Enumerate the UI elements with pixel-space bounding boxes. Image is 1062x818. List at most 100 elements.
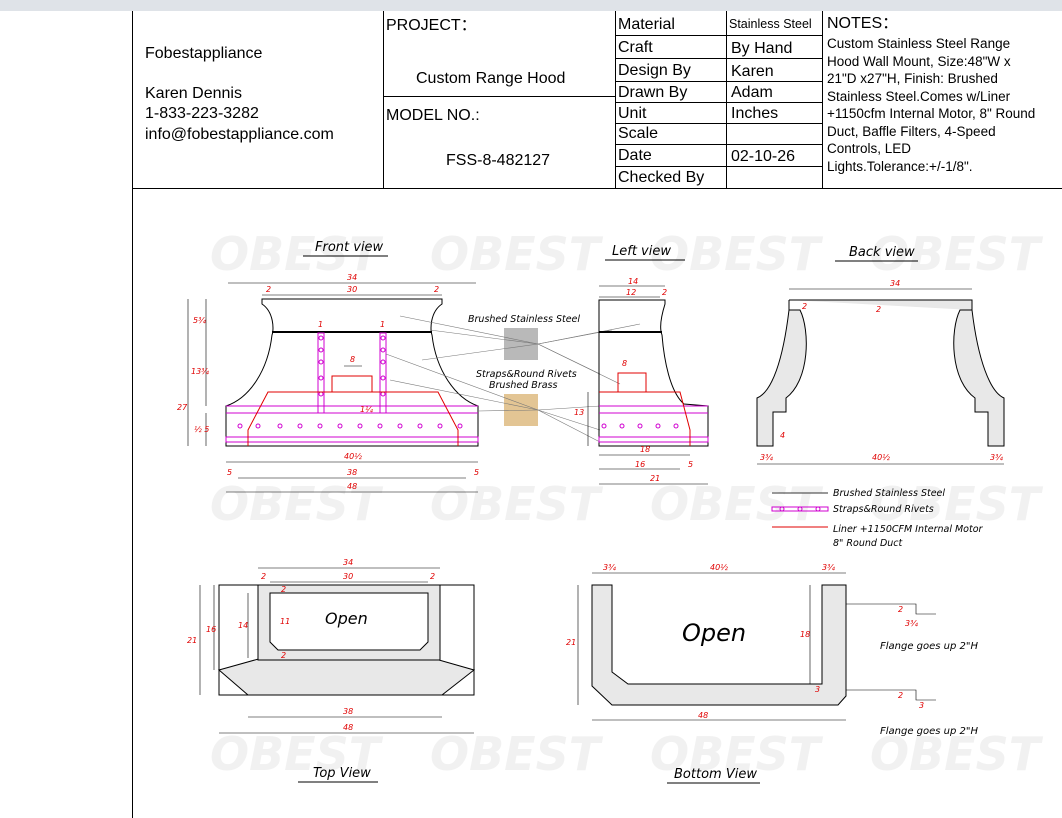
dim-flange-3-3-4: 3¾ xyxy=(905,619,918,628)
field-label-craft: Craft xyxy=(618,39,653,56)
dim-front-2b: 2 xyxy=(434,285,439,294)
svg-text:OBEST: OBEST xyxy=(430,477,604,531)
svg-text:OBEST: OBEST xyxy=(650,477,824,531)
dim-back-4: 4 xyxy=(780,431,785,440)
bottom-view: Open 3¾ 40½ 3¾ 21 18 3 48 2 3¾ 2 3 Flang… xyxy=(566,563,979,737)
dim-front-8: 8 xyxy=(350,355,355,364)
bottom-open-label: Open xyxy=(682,619,746,647)
title-block: Fobestappliance Karen Dennis 1-833-223-3… xyxy=(132,11,1062,189)
notes-label: NOTES： xyxy=(827,15,899,32)
svg-text:OBEST: OBEST xyxy=(210,477,384,531)
dim-front-5b: 5 xyxy=(474,468,479,477)
notes-text: Custom Stainless Steel Range Hood Wall M… xyxy=(827,36,1036,174)
dim-front-38: 38 xyxy=(347,468,357,477)
legend-steel: Brushed Stainless Steel xyxy=(833,488,945,499)
dim-flange-2a: 2 xyxy=(898,605,903,614)
model-label: MODEL NO.: xyxy=(386,107,480,124)
dim-left-16: 16 xyxy=(635,460,645,469)
back-view: 34 2 2 4 3¾ 40½ 3¾ xyxy=(756,279,1005,465)
dim-front-13-3-4: 13¾ xyxy=(191,367,209,376)
dim-front-34: 34 xyxy=(347,273,357,282)
field-value-drawn-by: Adam xyxy=(731,84,773,101)
left-view-title: Left view xyxy=(612,244,671,259)
dim-front-1-1-4: 1¼ xyxy=(360,405,373,414)
dim-left-14: 14 xyxy=(628,277,638,286)
dim-bottom-40-1-2: 40½ xyxy=(710,563,728,572)
legend-liner: Liner +1150CFM Internal Motor xyxy=(833,524,984,535)
dim-front-1a: 1 xyxy=(318,320,323,329)
dim-back-3-3-4b: 3¾ xyxy=(990,453,1003,462)
dim-left-5: 5 xyxy=(688,460,693,469)
contact-phone: 1-833-223-3282 xyxy=(145,105,259,122)
label-brushed-brass: Brushed Brass xyxy=(489,380,558,391)
label-straps-rivets: Straps&Round Rivets xyxy=(476,369,577,380)
dim-left-13: 13 xyxy=(574,408,584,417)
dim-front-5a: 5 xyxy=(227,468,232,477)
top-view: Open 34 30 2 2 21 16 14 11 2 2 38 48 xyxy=(187,558,476,734)
dim-front-48: 48 xyxy=(347,482,357,491)
dim-back-40-1-2: 40½ xyxy=(872,453,890,462)
field-label-drawn-by: Drawn By xyxy=(618,84,688,101)
dim-top-34: 34 xyxy=(343,558,353,567)
dim-top-2c: 2 xyxy=(281,585,286,594)
dim-top-2d: 2 xyxy=(281,651,286,660)
svg-text:OBEST: OBEST xyxy=(870,477,1044,531)
dim-top-16: 16 xyxy=(206,625,216,634)
top-open-label: Open xyxy=(325,609,368,628)
dim-bottom-18: 18 xyxy=(800,630,810,639)
svg-text:OBEST: OBEST xyxy=(870,727,1044,781)
label-brushed-stainless-steel: Brushed Stainless Steel xyxy=(468,314,580,325)
field-value-material: Stainless Steel xyxy=(729,17,812,31)
dim-front-2a: 2 xyxy=(266,285,271,294)
dim-front-5-3-4: 5¾ xyxy=(193,316,206,325)
dim-back-2b: 2 xyxy=(876,305,881,314)
svg-text:OBEST: OBEST xyxy=(430,227,604,281)
field-value-date: 02-10-26 xyxy=(731,148,796,165)
field-value-design-by: Karen xyxy=(731,63,774,80)
dim-left-2: 2 xyxy=(662,288,667,297)
dim-left-8: 8 xyxy=(622,359,627,368)
dim-top-11: 11 xyxy=(280,617,290,626)
viewer-toolbar-strip xyxy=(0,0,1062,11)
field-value-unit: Inches xyxy=(731,105,779,122)
legend-rivets: Straps&Round Rivets xyxy=(833,504,934,515)
company-name: Fobestappliance xyxy=(145,45,263,62)
dim-left-18: 18 xyxy=(640,445,650,454)
svg-text:OBEST: OBEST xyxy=(650,227,824,281)
contact-email: info@fobestappliance.com xyxy=(145,126,334,143)
project-value: Custom Range Hood xyxy=(416,70,566,87)
material-callouts: Brushed Stainless Steel Straps&Round Riv… xyxy=(385,314,641,443)
dim-bottom-3: 3 xyxy=(815,685,820,694)
dim-front-40-1-2: 40½ xyxy=(344,452,362,461)
dim-flange-2b: 2 xyxy=(898,691,903,700)
back-view-title: Back view xyxy=(849,245,915,260)
dim-top-48: 48 xyxy=(343,723,353,732)
field-label-date: Date xyxy=(618,147,652,164)
dim-left-12: 12 xyxy=(626,288,636,297)
dim-bottom-3-3-4b: 3¾ xyxy=(822,563,835,572)
dim-top-2a: 2 xyxy=(261,572,266,581)
dim-top-30: 30 xyxy=(343,572,353,581)
left-view: 14 12 2 8 13 18 16 21 5 xyxy=(574,277,709,485)
field-label-unit: Unit xyxy=(618,105,647,122)
field-value-craft: By Hand xyxy=(731,40,793,57)
svg-text:OBEST: OBEST xyxy=(650,727,824,781)
dim-flange-3: 3 xyxy=(919,701,924,710)
svg-text:OBEST: OBEST xyxy=(210,227,384,281)
dim-front-1b: 1 xyxy=(380,320,385,329)
dim-top-2b: 2 xyxy=(430,572,435,581)
viewer-left-margin xyxy=(0,11,132,818)
dim-front-27: 27 xyxy=(177,403,188,412)
field-label-design-by: Design By xyxy=(618,62,691,79)
legend-duct: 8" Round Duct xyxy=(833,538,903,549)
dim-back-2a: 2 xyxy=(802,302,807,311)
legend: Brushed Stainless Steel Straps&Round Riv… xyxy=(771,488,984,549)
flange-note-2: Flange goes up 2"H xyxy=(880,726,979,737)
field-label-checked-by: Checked By xyxy=(618,169,705,186)
dim-top-14: 14 xyxy=(238,621,248,630)
dim-top-21: 21 xyxy=(187,636,197,645)
steel-swatch xyxy=(504,328,538,360)
dim-bottom-3-3-4a: 3¾ xyxy=(603,563,616,572)
front-view: 34 30 2 2 5¾ 13¾ 27 ½ 5 1 1 8 1¼ 40½ 38 … xyxy=(177,273,479,493)
